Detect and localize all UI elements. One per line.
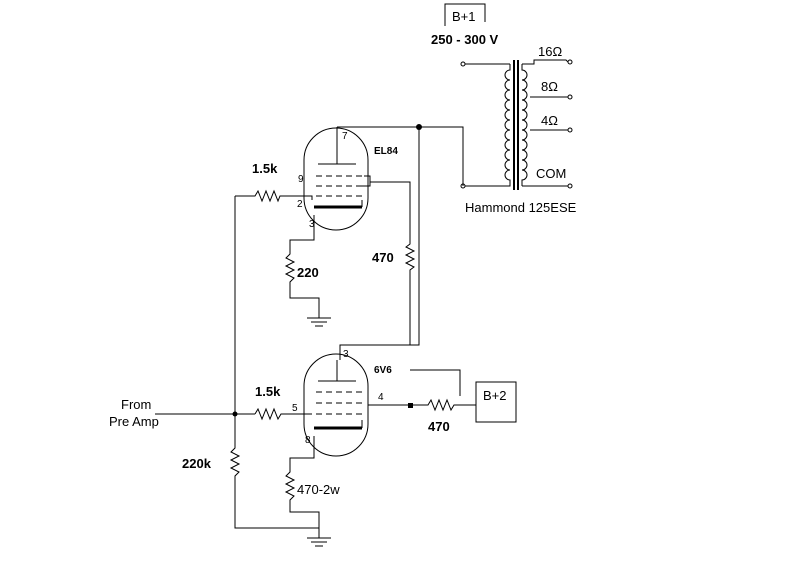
6v6-tube: 3 5 4 8 6V6 — [292, 349, 392, 457]
6v6-type-label: 6V6 — [374, 365, 392, 376]
el84-screen-wire — [370, 181, 411, 240]
el84-tube: 7 9 2 3 EL84 — [297, 127, 398, 231]
tap-16-label: 16Ω — [538, 44, 562, 59]
el84-grid-resistor: 1.5k — [235, 161, 313, 203]
output-transformer: 16Ω 8Ω 4Ω COM Hammond 125ESE — [460, 44, 577, 215]
el84-pin-2: 2 — [297, 199, 303, 210]
el84-plate-wire — [337, 126, 464, 186]
grid-leak-resistor: 220k — [182, 414, 319, 529]
b2-label: B+2 — [483, 388, 507, 403]
el84-screen-resistor: 470 — [372, 240, 416, 345]
6v6-pin-cathode: 8 — [305, 435, 311, 446]
6v6-ground-icon — [307, 537, 331, 547]
grid-leak-resistor-label: 220k — [182, 456, 212, 471]
el84-cathode-resistor: 220 — [284, 215, 320, 318]
6v6-screen-resistor-label: 470 — [428, 419, 450, 434]
el84-pin-3: 3 — [309, 219, 315, 230]
6v6-pin-grid: 5 — [292, 403, 298, 414]
tap-com-label: COM — [536, 166, 566, 181]
6v6-grid-resistor: 1.5k — [254, 384, 312, 421]
el84-envelope — [303, 127, 369, 231]
transformer-name: Hammond 125ESE — [465, 200, 577, 215]
6v6-envelope — [303, 353, 369, 457]
input-signal: From Pre Amp — [109, 397, 255, 429]
6v6-pin-screen: 4 — [378, 392, 384, 403]
el84-pin-9: 9 — [298, 174, 304, 185]
6v6-pin-plate: 3 — [343, 349, 349, 360]
el84-type-label: EL84 — [374, 146, 398, 157]
b1-label: B+1 — [452, 9, 476, 24]
b1-voltage-label: 250 - 300 V — [431, 32, 499, 47]
6v6-grid-resistor-label: 1.5k — [255, 384, 281, 399]
6v6-screen-resistor: 470 — [413, 398, 476, 434]
input-label-line2: Pre Amp — [109, 414, 159, 429]
6v6-screen-junction — [408, 403, 413, 408]
el84-cathode-resistor-label: 220 — [297, 265, 319, 280]
el84-screen-resistor-label: 470 — [372, 250, 394, 265]
6v6-cathode-resistor: 470-2w — [284, 436, 340, 538]
b1-supply: B+1 250 - 300 V — [431, 3, 499, 47]
el84-grid-resistor-label: 1.5k — [252, 161, 278, 176]
tap-8-label: 8Ω — [541, 79, 558, 94]
b2-supply: B+2 — [475, 381, 517, 423]
6v6-cathode-resistor-label: 470-2w — [297, 482, 340, 497]
el84-pin-plate: 7 — [342, 131, 348, 142]
input-label-line1: From — [121, 397, 151, 412]
b1-to-6v6-plate-wire — [339, 127, 420, 360]
el84-ground-icon — [307, 317, 331, 327]
tap-4-label: 4Ω — [541, 113, 558, 128]
b2-link-wire — [410, 369, 461, 396]
